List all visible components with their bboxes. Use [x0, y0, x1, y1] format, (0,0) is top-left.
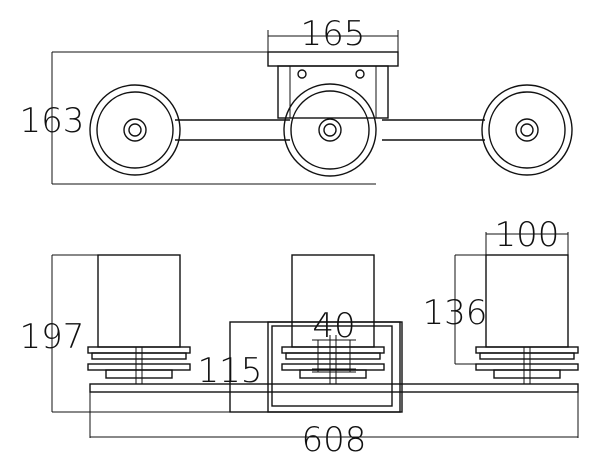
front-view: 100 197 136 115 40 6 [20, 215, 579, 460]
dimension-right-height: 136 [423, 254, 488, 365]
top-view-wheel-right [481, 84, 573, 176]
top-view: 165 163 [20, 14, 573, 185]
dimension-pin-spacing: 40 [312, 306, 356, 346]
top-view-wheel-left [89, 84, 181, 176]
dimension-label-165: 165 [301, 14, 366, 54]
dimension-label-115: 115 [198, 351, 263, 391]
dimension-label-100: 100 [495, 215, 560, 255]
dimension-left-height: 197 [20, 254, 268, 413]
dimension-label-40: 40 [312, 306, 355, 346]
front-view-unit-center [229, 254, 403, 413]
top-view-rails [175, 119, 485, 141]
front-view-unit-right [475, 254, 579, 384]
dimension-label-163: 163 [20, 101, 85, 141]
top-view-bracket [267, 51, 399, 119]
dimension-top-width: 165 [267, 14, 399, 54]
dimension-top-height: 163 [20, 51, 376, 185]
dimension-label-136: 136 [423, 293, 488, 333]
top-view-wheel-center [283, 83, 377, 177]
dimension-block-width: 100 [485, 215, 569, 255]
front-view-base-plate [89, 383, 579, 393]
dimension-label-197: 197 [20, 317, 85, 357]
dimension-label-608: 608 [302, 420, 367, 460]
dimension-center-height: 115 [198, 351, 263, 391]
dimension-total-width: 608 [89, 392, 579, 460]
front-view-unit-left [87, 254, 191, 384]
